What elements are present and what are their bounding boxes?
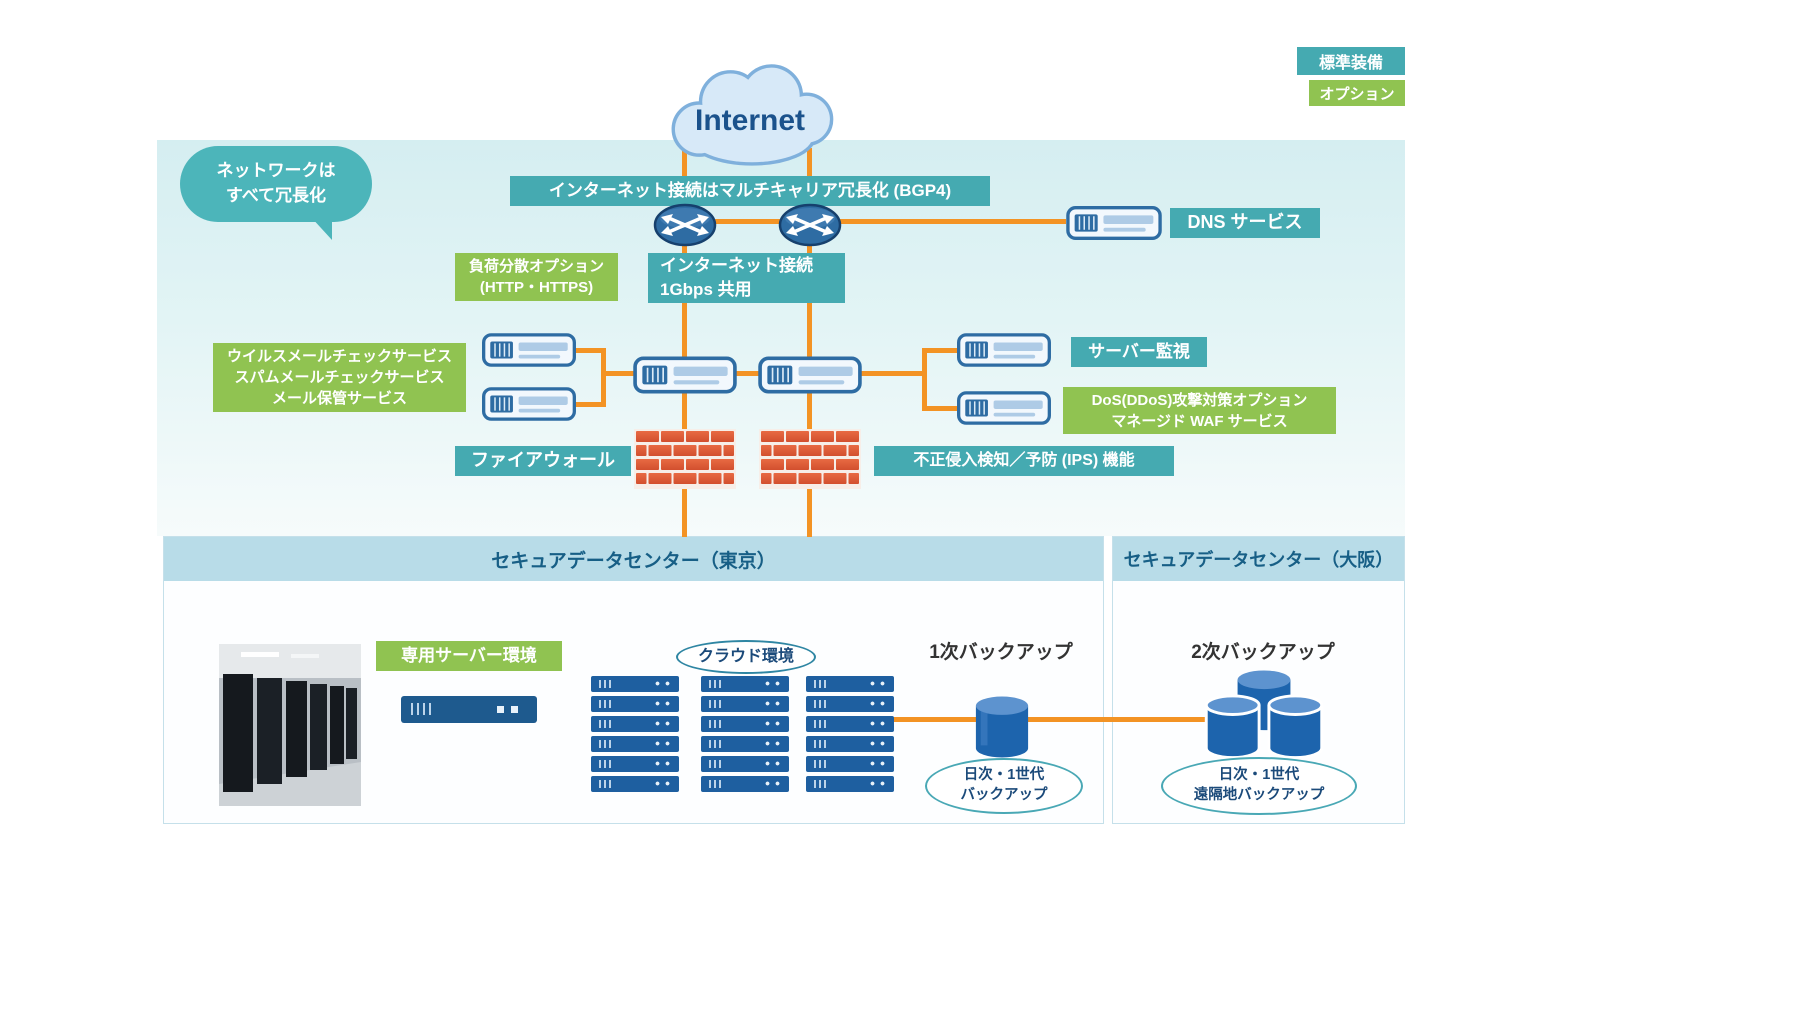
server-monitoring-label: サーバー監視 xyxy=(1071,337,1207,367)
router-icon-1 xyxy=(653,203,717,247)
datacenter-osaka-panel: セキュアデータセンター（大阪） 2次バックアップ 日次・1世代 遠隔地バックアッ… xyxy=(1112,536,1405,824)
monitoring-server-icon xyxy=(956,333,1052,367)
server-monitoring-text: サーバー監視 xyxy=(1088,342,1190,362)
dns-label-text: DNS サービス xyxy=(1187,212,1303,233)
ddos-waf-line1: DoS(DDoS)攻撃対策オプション xyxy=(1091,391,1308,409)
core-switch-icon-1 xyxy=(633,356,737,394)
waf-server-icon xyxy=(956,391,1052,425)
cloud-environment-oval: クラウド環境 xyxy=(676,640,816,674)
primary-backup-database-icon xyxy=(973,695,1031,759)
dedicated-server-icon xyxy=(401,696,537,723)
bubble-line1: ネットワークは xyxy=(216,161,336,181)
internet-line-line1: インターネット接続 xyxy=(660,256,813,276)
ips-label-text: 不正侵入検知／予防 (IPS) 機能 xyxy=(913,451,1135,469)
rack-unit xyxy=(591,676,679,692)
secondary-backup-oval-line1: 日次・1世代 xyxy=(1218,767,1300,784)
core-switch-icon-2 xyxy=(758,356,862,394)
rack-unit xyxy=(591,716,679,732)
load-balancer-line1: 負荷分散オプション xyxy=(468,258,604,275)
bubble-line2: すべて冗長化 xyxy=(225,186,327,205)
rack-unit xyxy=(806,676,894,692)
legend-option-badge: オプション xyxy=(1309,80,1405,106)
cloud-server-rack-2 xyxy=(701,676,789,792)
rack-unit xyxy=(701,756,789,772)
mail-services-label: ウイルスメールチェックサービス スパムメールチェックサービス メール保管サービス xyxy=(213,343,466,412)
bgp4-banner: インターネット接続はマルチキャリア冗長化 (BGP4) xyxy=(510,176,990,206)
redundancy-speech-bubble: ネットワークは すべて冗長化 xyxy=(180,146,372,240)
connector-bracket-left xyxy=(601,348,606,407)
mail-services-line1: ウイルスメールチェックサービス xyxy=(226,348,452,365)
connector-stub-mail-1 xyxy=(574,348,606,353)
datacenter-tokyo-header: セキュアデータセンター（東京） xyxy=(164,537,1103,581)
firewall-label-text: ファイアウォール xyxy=(471,450,615,471)
connector-mid-right xyxy=(860,371,927,376)
secondary-backup-oval: 日次・1世代 遠隔地バックアップ xyxy=(1161,757,1357,815)
connector-line-dns xyxy=(685,219,1066,224)
secondary-backup-oval-line2: 遠隔地バックアップ xyxy=(1193,787,1325,803)
cloud-environment-label: クラウド環境 xyxy=(697,648,794,666)
firewall-icon-2 xyxy=(759,429,861,489)
secondary-backup-database-icon xyxy=(1204,670,1324,760)
connector-bracket-right xyxy=(922,348,927,411)
connector-backup-line xyxy=(893,717,1248,722)
rack-unit xyxy=(701,716,789,732)
datacenter-tokyo-title: セキュアデータセンター（東京） xyxy=(491,550,776,572)
secondary-backup-title: 2次バックアップ xyxy=(1191,642,1335,663)
router-icon-2 xyxy=(778,203,842,247)
primary-backup-title: 1次バックアップ xyxy=(929,642,1073,663)
mail-gateway-icon-2 xyxy=(481,387,577,421)
cloud-server-rack-1 xyxy=(591,676,679,792)
server-room-photo xyxy=(219,644,361,806)
rack-unit xyxy=(806,736,894,752)
dedicated-server-label: 専用サーバー環境 xyxy=(376,641,562,671)
internet-cloud-icon xyxy=(671,64,834,166)
internet-line-label: インターネット接続 1Gbps 共用 xyxy=(648,253,845,303)
internet-label: Internet xyxy=(694,104,805,137)
connector-mid-left xyxy=(601,371,639,376)
datacenter-osaka-title: セキュアデータセンター（大阪） xyxy=(1123,550,1394,570)
mail-services-line3: メール保管サービス xyxy=(271,390,407,407)
rack-unit xyxy=(591,736,679,752)
rack-unit xyxy=(806,756,894,772)
rack-unit xyxy=(806,776,894,792)
rack-unit xyxy=(591,696,679,712)
rack-unit xyxy=(701,776,789,792)
connector-stub-mail-2 xyxy=(574,402,606,407)
rack-unit xyxy=(701,676,789,692)
connector-line-right xyxy=(807,148,812,537)
rack-unit xyxy=(701,736,789,752)
ddos-waf-label: DoS(DDoS)攻撃対策オプション マネージド WAF サービス xyxy=(1063,387,1336,434)
connector-switch-link xyxy=(730,371,765,376)
load-balancer-label: 負荷分散オプション (HTTP・HTTPS) xyxy=(455,253,618,301)
ddos-waf-line2: マネージド WAF サービス xyxy=(1111,412,1288,430)
connector-stub-waf xyxy=(922,406,960,411)
mail-gateway-icon-1 xyxy=(481,333,577,367)
firewall-icon-1 xyxy=(634,429,736,489)
datacenter-osaka-header: セキュアデータセンター（大阪） xyxy=(1113,537,1404,581)
connector-line-left xyxy=(682,148,687,537)
load-balancer-line2: (HTTP・HTTPS) xyxy=(479,279,594,296)
legend-standard-text: 標準装備 xyxy=(1318,55,1383,72)
bgp4-banner-text: インターネット接続はマルチキャリア冗長化 (BGP4) xyxy=(548,181,952,201)
primary-backup-oval-line1: 日次・1世代 xyxy=(963,767,1045,784)
legend-standard-badge: 標準装備 xyxy=(1297,47,1405,75)
rack-unit xyxy=(701,696,789,712)
mail-services-line2: スパムメールチェックサービス xyxy=(234,369,445,386)
rack-unit xyxy=(806,696,894,712)
primary-backup-oval: 日次・1世代 バックアップ xyxy=(925,758,1083,814)
internet-line-line2: 1Gbps 共用 xyxy=(660,280,752,299)
dns-label: DNS サービス xyxy=(1170,208,1320,238)
dedicated-server-label-text: 専用サーバー環境 xyxy=(401,646,537,666)
ips-label: 不正侵入検知／予防 (IPS) 機能 xyxy=(874,446,1174,476)
rack-unit xyxy=(806,716,894,732)
cloud-server-rack-3 xyxy=(806,676,894,792)
rack-unit xyxy=(591,776,679,792)
dns-server-icon xyxy=(1066,205,1162,241)
legend-option-text: オプション xyxy=(1319,85,1395,103)
connector-stub-monitor xyxy=(922,348,960,353)
primary-backup-oval-line2: バックアップ xyxy=(960,787,1048,803)
rack-unit xyxy=(591,756,679,772)
firewall-label: ファイアウォール xyxy=(455,446,631,476)
datacenter-tokyo-panel: セキュアデータセンター（東京） 専用サーバー環境 クラウド環境 xyxy=(163,536,1104,824)
